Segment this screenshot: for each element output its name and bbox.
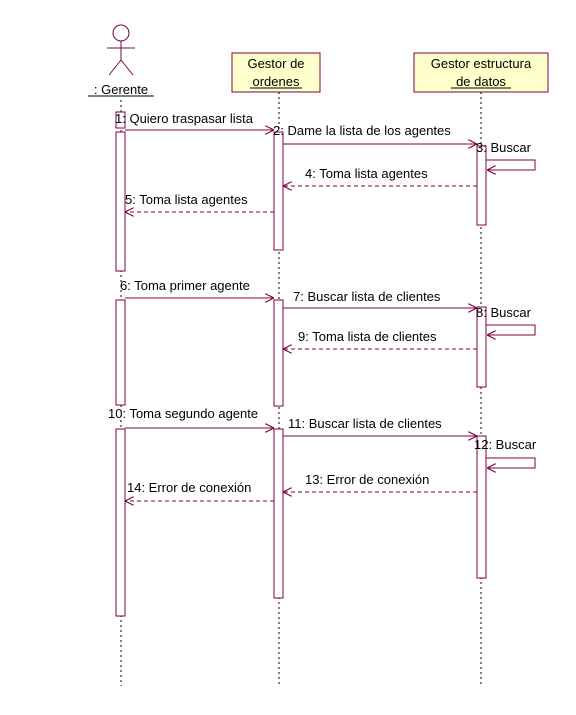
message-label-11[interactable]: 11: Buscar lista de clientes [288,416,442,431]
message-label-13[interactable]: 13: Error de conexión [305,472,429,487]
activation-bar [115,131,126,272]
participant-gestor-estructura[interactable]: Gestor estructura de datos [413,52,549,93]
activation-bar [273,428,284,599]
message-label-14[interactable]: 14: Error de conexión [127,480,251,495]
message-label-1[interactable]: 1: Quiero traspasar lista [115,111,254,126]
participant-label-line1: Gestor estructura [431,56,532,71]
message-label-3[interactable]: 3: Buscar [476,140,532,155]
lifelines [120,92,482,686]
actor-label: : Gerente [94,82,148,97]
activation-bar [476,306,487,388]
stick-figure-actor-icon [107,24,135,76]
participant-label-line1: Gestor de [247,56,304,71]
message-label-5[interactable]: 5: Toma lista agentes [125,192,248,207]
message-label-10[interactable]: 10: Toma segundo agente [108,406,258,421]
participant-box [231,52,321,93]
participant-label-line2: de datos [456,74,506,89]
participant-gestor-ordenes[interactable]: Gestor de ordenes [231,52,321,93]
actor-gerente[interactable]: : Gerente [88,24,154,97]
participant-label-line2: ordenes [253,74,300,89]
message-label-8[interactable]: 8: Buscar [476,305,532,320]
activation-bars [115,111,487,617]
activation-bar [476,435,487,579]
message-label-12[interactable]: 12: Buscar [474,437,537,452]
activation-bar [115,428,126,617]
message-arrow-3 [486,159,536,170]
activation-bar [476,145,487,226]
message-label-7[interactable]: 7: Buscar lista de clientes [293,289,441,304]
activation-bar [273,299,284,407]
activation-bar [273,131,284,251]
message-label-2[interactable]: 2: Dame la lista de los agentes [273,123,451,138]
message-arrow-12 [486,457,536,468]
message-arrow-8 [486,324,536,335]
activation-bar [115,299,126,406]
activation-bar [115,111,126,129]
message-arrows [125,130,536,501]
message-labels: 1: Quiero traspasar lista 2: Dame la lis… [108,111,537,495]
message-label-6[interactable]: 6: Toma primer agente [120,278,250,293]
message-label-4[interactable]: 4: Toma lista agentes [305,166,428,181]
message-label-9[interactable]: 9: Toma lista de clientes [298,329,437,344]
